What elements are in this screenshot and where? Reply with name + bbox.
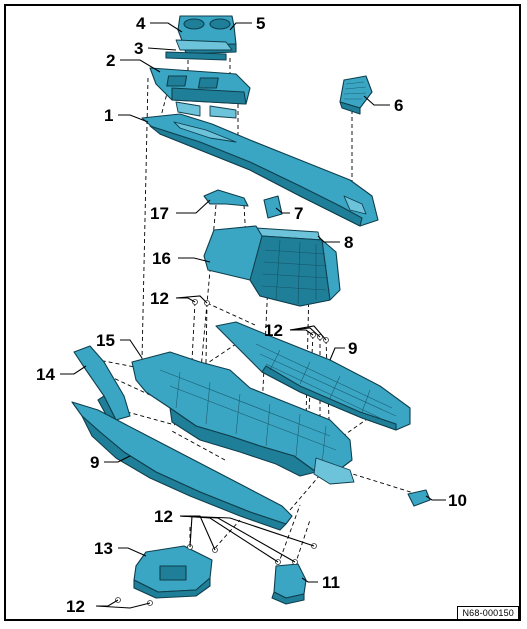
callout-14: 14	[36, 365, 55, 384]
part-9-left-side-trim	[71, 401, 293, 531]
callout-10: 10	[448, 491, 467, 510]
part-7-clip-plate	[263, 195, 283, 219]
part-6-air-vent	[339, 75, 373, 115]
leader-lines	[60, 22, 446, 609]
callout-4: 4	[136, 14, 146, 33]
callout-11: 11	[322, 573, 340, 592]
callout-9-left: 9	[90, 453, 99, 472]
callout-3: 3	[134, 39, 143, 58]
callout-6: 6	[394, 96, 403, 115]
part-14-end-cap	[73, 345, 131, 423]
part-13-rear-bracket	[133, 545, 213, 599]
part-15-console-carrier	[131, 351, 355, 485]
callout-5: 5	[256, 14, 265, 33]
callout-13: 13	[94, 539, 113, 558]
assembly-lines	[87, 58, 421, 566]
part-1-upper-trim-panel	[141, 113, 379, 227]
reference-code: N68-000150	[457, 606, 519, 620]
part-9-right-side-trim	[215, 321, 411, 431]
part-4-insert-mat	[175, 39, 233, 51]
callout-1: 1	[104, 106, 113, 125]
callout-16: 16	[152, 249, 171, 268]
callout-12-lower: 12	[66, 597, 85, 616]
callout-7: 7	[294, 204, 303, 223]
part-17-bracket	[203, 189, 249, 207]
callout-8: 8	[344, 233, 353, 252]
part-2-cup-holder-housing	[149, 67, 251, 119]
callout-labels: 4 5 3 2 1 6 7 8 17 16 12 12 9 15 14 9 10…	[36, 14, 467, 616]
callout-12-upper-left: 12	[150, 289, 169, 308]
callout-12-upper-right: 12	[264, 321, 283, 340]
part-11-mounting-bracket	[271, 563, 307, 605]
callout-2: 2	[106, 51, 115, 70]
part-16-storage-bracket	[203, 225, 341, 307]
callout-12-middle: 12	[154, 507, 173, 526]
callout-9-right: 9	[348, 339, 357, 358]
part-3-trim-strip	[165, 51, 227, 61]
part-10-retaining-clip	[407, 489, 431, 507]
callout-15: 15	[96, 331, 115, 350]
callout-17: 17	[150, 204, 169, 223]
